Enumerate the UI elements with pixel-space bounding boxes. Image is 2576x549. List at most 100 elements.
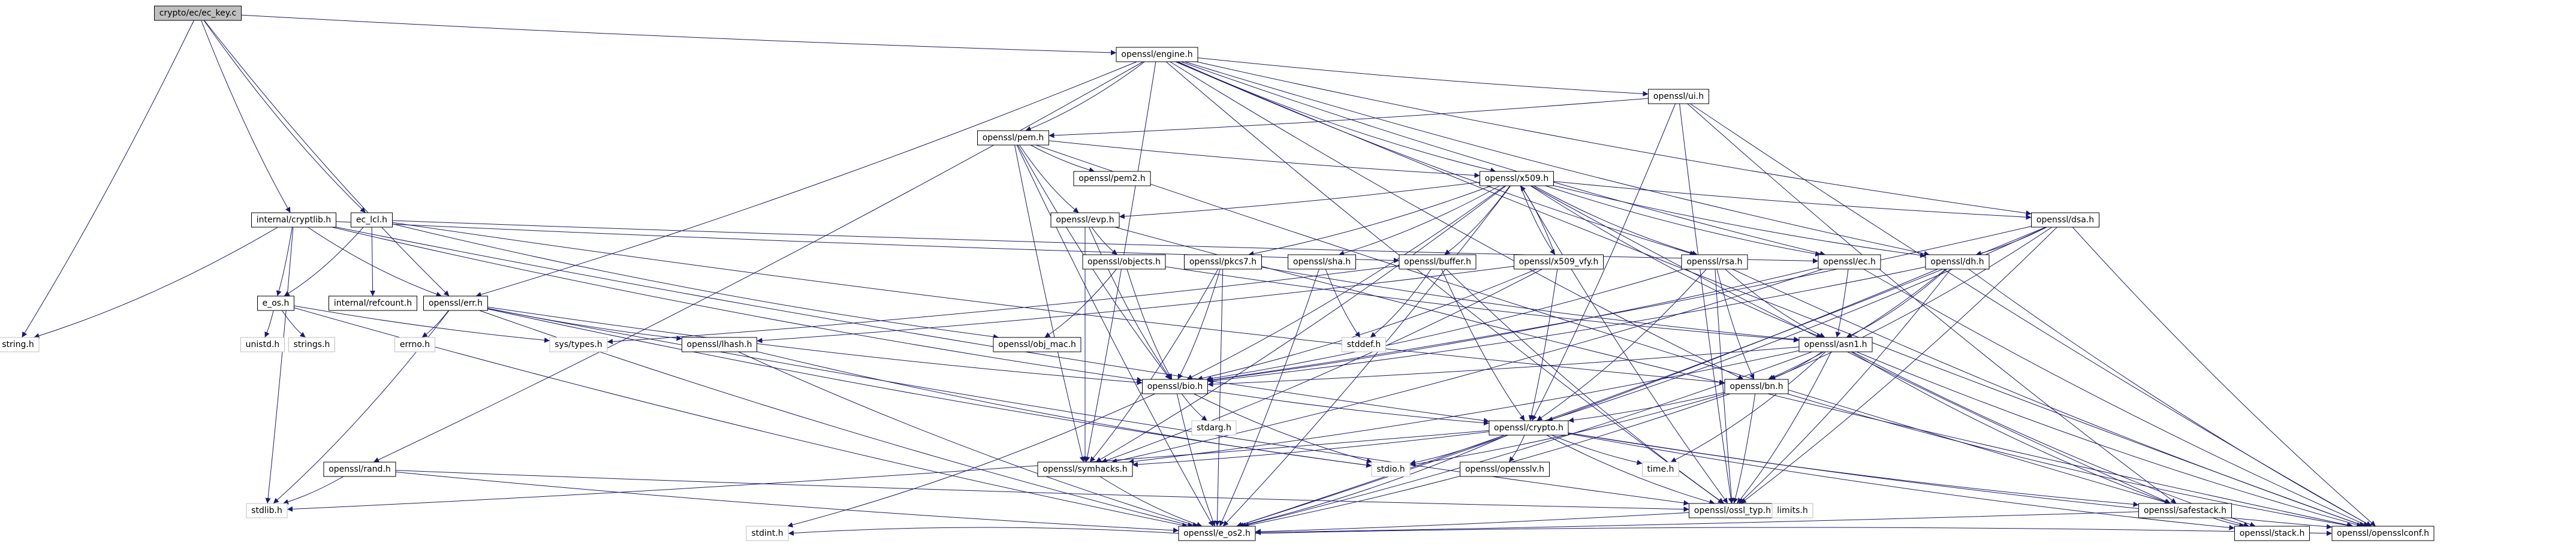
edge-internal-cryptlib-to-err xyxy=(308,227,442,297)
node-box xyxy=(1116,47,1198,62)
node-label: openssl/bn.h xyxy=(1730,382,1783,391)
edge-x509vfy-to-x509 xyxy=(1520,185,1556,255)
node-pkcs7[interactable]: openssl/pkcs7.h xyxy=(1184,254,1262,270)
edge-bio-to-stdint xyxy=(787,393,1155,528)
node-crypto[interactable]: openssl/crypto.h xyxy=(1489,420,1569,436)
edge-bio-to-crypto xyxy=(1207,390,1490,426)
node-rand[interactable]: openssl/rand.h xyxy=(323,461,396,477)
edge-crypto-to-opensslv xyxy=(1508,435,1525,463)
node-lhash[interactable]: openssl/lhash.h xyxy=(682,337,757,352)
edge-e-os-to-systypes xyxy=(294,305,550,343)
node-ec-lcl[interactable]: ec_lcl.h xyxy=(351,212,393,228)
node-box xyxy=(0,337,40,352)
edge-e-os-to-unistd xyxy=(264,310,274,338)
node-buffer[interactable]: openssl/buffer.h xyxy=(1399,254,1477,270)
node-bio[interactable]: openssl/bio.h xyxy=(1142,379,1208,394)
node-box xyxy=(1082,254,1166,270)
node-label: string.h xyxy=(2,340,34,349)
edge-pem-to-evp xyxy=(1019,144,1079,213)
node-internal-cryptlib[interactable]: internal/cryptlib.h xyxy=(251,212,336,228)
node-label: errno.h xyxy=(400,340,430,349)
node-ui[interactable]: openssl/ui.h xyxy=(1648,89,1709,104)
node-bn[interactable]: openssl/bn.h xyxy=(1724,379,1789,394)
node-objects[interactable]: openssl/objects.h xyxy=(1082,254,1166,270)
node-e-os[interactable]: e_os.h xyxy=(257,295,294,311)
node-dsa[interactable]: openssl/dsa.h xyxy=(2031,212,2099,228)
node-sha[interactable]: openssl/sha.h xyxy=(1288,254,1356,270)
edge-rand-to-ossl-typ xyxy=(395,470,1689,512)
node-label: openssl/rand.h xyxy=(329,464,391,474)
node-label: openssl/dsa.h xyxy=(2036,215,2094,225)
node-root[interactable]: crypto/ec/ec_key.c xyxy=(154,5,242,21)
node-refcount[interactable]: internal/refcount.h xyxy=(329,295,417,311)
edge-rsa-to-bn xyxy=(1716,269,1755,380)
edge-asn1-to-symhacks xyxy=(1128,350,1800,464)
edge-x509-to-e-os2 xyxy=(1222,185,1511,527)
node-box xyxy=(1037,461,1133,477)
edge-pem-to-bio xyxy=(1017,144,1171,380)
edge-dsa-to-e-os2 xyxy=(1236,227,2046,527)
node-stack[interactable]: openssl/stack.h xyxy=(2234,526,2310,541)
node-obj-mac[interactable]: openssl/obj_mac.h xyxy=(993,337,1081,352)
node-opensslv[interactable]: openssl/opensslv.h xyxy=(1460,461,1550,477)
node-err[interactable]: openssl/err.h xyxy=(423,295,488,311)
node-safestack[interactable]: openssl/safestack.h xyxy=(2138,503,2232,518)
node-ec[interactable]: openssl/ec.h xyxy=(1818,254,1881,270)
node-dh[interactable]: openssl/dh.h xyxy=(1925,254,1990,270)
edge-asn1-to-stack xyxy=(1852,351,2256,527)
node-pem2[interactable]: openssl/pem2.h xyxy=(1073,171,1151,186)
edge-safestack-to-stack xyxy=(2212,517,2245,528)
node-label: openssl/safestack.h xyxy=(2144,506,2226,515)
edge-ui-to-crypto xyxy=(1531,103,1676,421)
node-label: internal/cryptlib.h xyxy=(257,215,332,225)
node-e-os2[interactable]: openssl/e_os2.h xyxy=(1178,526,1256,541)
node-label: openssl/opensslv.h xyxy=(1465,464,1544,474)
node-errno: errno.h xyxy=(394,337,435,352)
node-box xyxy=(1798,337,1873,352)
node-box xyxy=(329,295,417,311)
node-stdint: stdint.h xyxy=(746,526,789,541)
node-evp[interactable]: openssl/evp.h xyxy=(1050,212,1120,228)
edge-evp-to-objects xyxy=(1091,227,1118,255)
node-asn1[interactable]: openssl/asn1.h xyxy=(1798,337,1873,352)
node-label: unistd.h xyxy=(246,340,280,349)
edge-x509-to-ec xyxy=(1545,185,1821,257)
edges-layer xyxy=(22,14,2376,536)
node-box xyxy=(1342,337,1386,352)
node-label: openssl/asn1.h xyxy=(1804,340,1867,349)
edge-ui-to-safestack xyxy=(1687,103,2177,504)
node-x509vfy[interactable]: openssl/x509_vfy.h xyxy=(1514,254,1604,270)
edge-x509-to-bio xyxy=(1186,185,1505,380)
node-box xyxy=(1818,254,1881,270)
node-opensslconf[interactable]: openssl/opensslconf.h xyxy=(2331,526,2435,541)
edge-internal-cryptlib-to-crypto xyxy=(336,227,1490,424)
edge-bn-to-crypto xyxy=(1568,392,1725,423)
node-rsa[interactable]: openssl/rsa.h xyxy=(1681,254,1748,270)
edge-dh-to-e-os2 xyxy=(1236,269,1938,527)
edge-ec-lcl-to-e-os xyxy=(284,227,364,297)
edge-ui-to-ossl-typ xyxy=(1679,103,1734,504)
edge-x509-to-sha xyxy=(1338,185,1501,256)
node-box xyxy=(1399,254,1477,270)
edge-bio-to-stdio xyxy=(1194,393,1372,464)
node-label: stddef.h xyxy=(1347,340,1381,349)
edge-engine-to-ec xyxy=(1180,61,1826,257)
node-label: stdarg.h xyxy=(1197,423,1231,433)
edge-crypto-to-time xyxy=(1551,435,1643,465)
node-label: stdint.h xyxy=(751,529,783,538)
node-x509[interactable]: openssl/x509.h xyxy=(1480,171,1554,186)
node-label: openssl/rsa.h xyxy=(1686,257,1742,267)
node-time: time.h xyxy=(1642,461,1679,477)
node-label: openssl/pem.h xyxy=(983,133,1044,143)
edge-internal-cryptlib-to-e-os xyxy=(276,227,293,297)
edge-dsa-to-bn xyxy=(1770,227,2053,380)
node-engine[interactable]: openssl/engine.h xyxy=(1116,47,1198,62)
edge-ec-lcl-to-obj-mac xyxy=(392,224,999,340)
node-box xyxy=(251,212,336,228)
edge-crypto-to-ossl-typ xyxy=(1546,435,1715,505)
node-label: openssl/symhacks.h xyxy=(1043,464,1127,474)
node-symhacks[interactable]: openssl/symhacks.h xyxy=(1037,461,1133,477)
node-ossl-typ[interactable]: openssl/ossl_typ.h xyxy=(1689,503,1776,518)
node-pem[interactable]: openssl/pem.h xyxy=(977,130,1049,146)
